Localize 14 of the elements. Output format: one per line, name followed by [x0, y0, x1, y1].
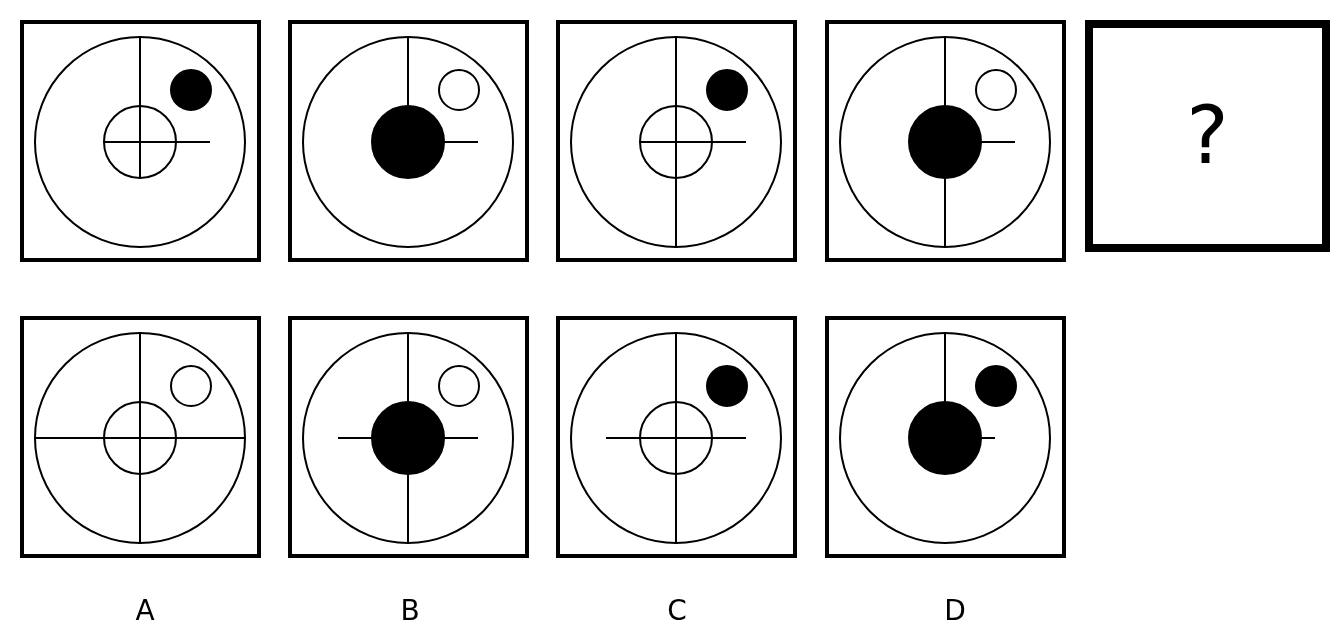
- figure-panel: [825, 316, 1066, 558]
- option-label: B: [400, 594, 420, 627]
- option-label: D: [944, 594, 966, 627]
- figure-panel: [556, 316, 797, 558]
- answer-panel: [1085, 20, 1330, 252]
- figure-panel: [20, 20, 261, 262]
- option-label: C: [667, 594, 687, 627]
- figure-panel: [288, 316, 529, 558]
- option-label: A: [135, 594, 155, 627]
- question-mark: ?: [1186, 96, 1229, 176]
- figure-panel: [288, 20, 529, 262]
- figure-panel: [825, 20, 1066, 262]
- figure-panel: [20, 316, 261, 558]
- figure-panel: [556, 20, 797, 262]
